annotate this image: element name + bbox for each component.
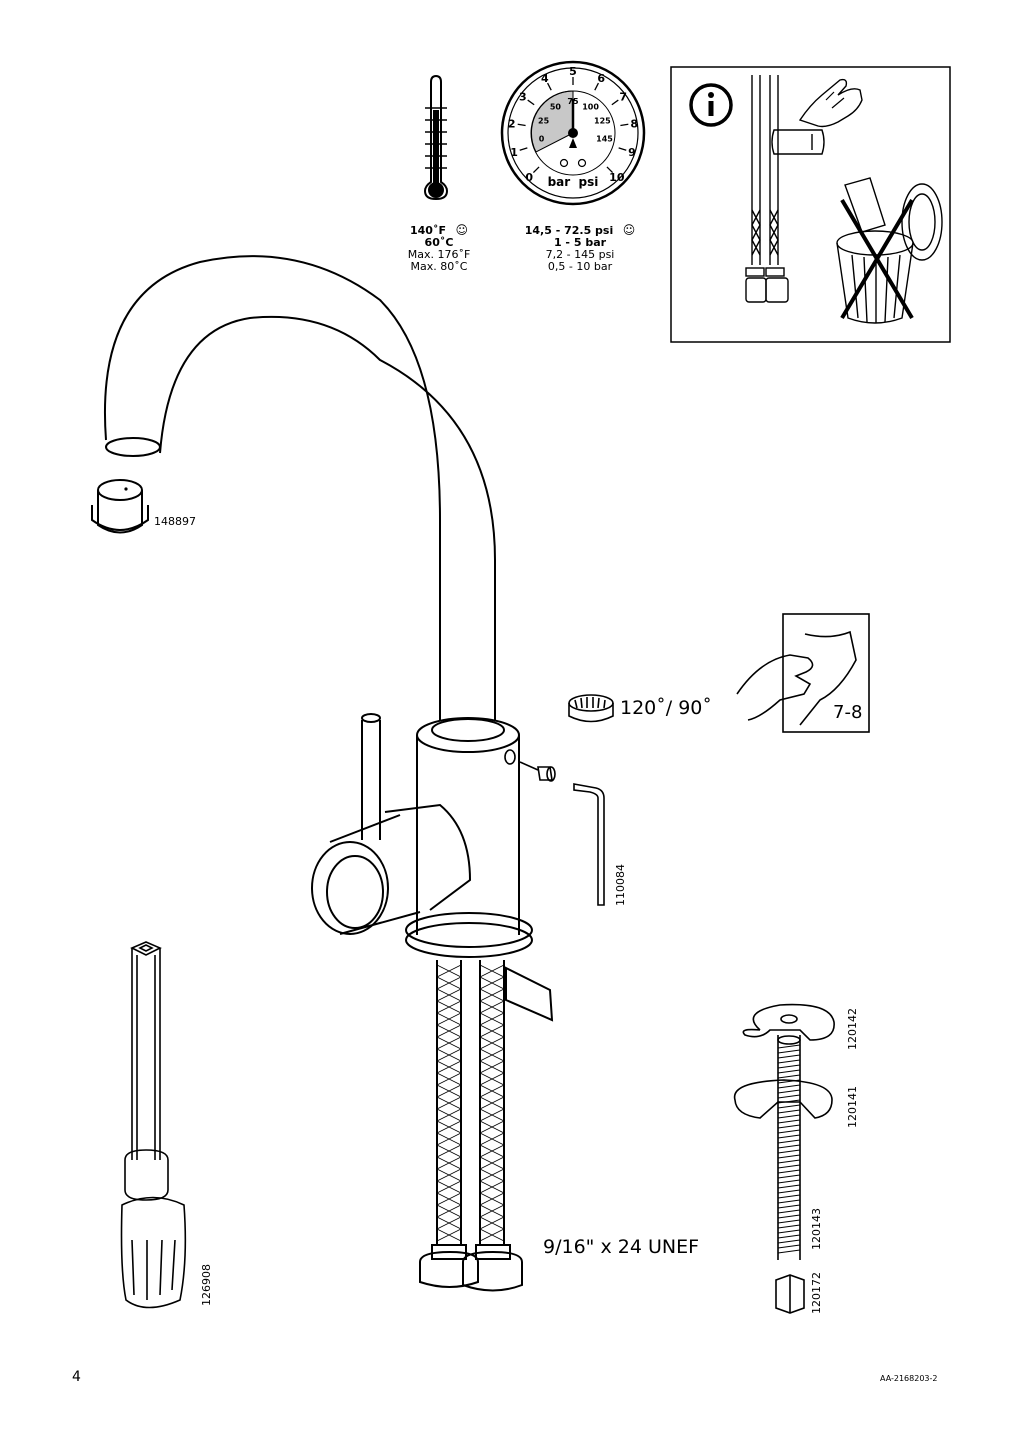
pressure-recommended-bar: 1 - 5 bar <box>553 236 607 249</box>
gauge-bar-label: 1 <box>510 146 518 159</box>
part-number-aerator: 148897 <box>154 515 196 528</box>
gauge-tick <box>594 82 600 91</box>
document-code: AA-2168203-2 <box>880 1374 938 1383</box>
gauge-bar-label: 5 <box>569 65 577 78</box>
gauge-bar-label: 9 <box>628 146 636 159</box>
page-reference: 7-8 <box>833 702 863 723</box>
gauge-bar-label: 7 <box>619 91 627 104</box>
pressure-range-bar: 0,5 - 10 bar <box>547 260 613 273</box>
part-number-washer-bottom: 120141 <box>846 1086 859 1128</box>
part-number-key: 110084 <box>614 864 627 906</box>
gauge-psi-label: 125 <box>594 116 611 125</box>
temperature-spec: 140˚F ☺ 60˚C Max. 176˚F Max. 80˚C <box>396 224 482 273</box>
info-icon <box>689 83 733 127</box>
gauge-unit-label: bar psi <box>548 175 599 189</box>
thread-spec-label: 9/16" x 24 UNEF <box>543 1236 699 1258</box>
gauge-psi-label: 75 <box>567 97 579 106</box>
gauge-tick <box>606 166 614 174</box>
gauge-psi-label: 25 <box>538 116 550 125</box>
gauge-tick <box>527 99 535 106</box>
part-number-wrench: 126908 <box>200 1264 213 1306</box>
gauge-psi-label: 100 <box>582 102 599 111</box>
page-number: 4 <box>72 1369 81 1385</box>
gauge-bar-label: 10 <box>609 171 625 184</box>
gauge-psi-label: 50 <box>550 102 562 111</box>
gauge-tick <box>611 99 619 106</box>
gauge-bar-label: 8 <box>630 117 638 130</box>
gauge-tick <box>546 82 552 91</box>
temp-max-c: Max. 80˚C <box>410 260 468 273</box>
part-number-nut: 120172 <box>810 1272 823 1314</box>
gauge-psi-label: 145 <box>596 135 613 144</box>
part-number-washer-top: 120142 <box>846 1008 859 1050</box>
part-number-stud-bolt: 120143 <box>810 1208 823 1250</box>
gauge-tick <box>618 147 627 151</box>
gauge-psi-label: 0 <box>539 135 545 144</box>
pressure-spec: 14,5 - 72.5 psi ☺ 1 - 5 bar 7,2 - 145 ps… <box>516 224 644 273</box>
gauge-bar-label: 6 <box>597 72 605 85</box>
gauge-bar-label: 4 <box>541 72 549 85</box>
pressure-range-psi: 7,2 - 145 psi <box>545 248 615 261</box>
gauge-bar-label: 2 <box>508 117 516 130</box>
gauge-tick <box>620 123 629 127</box>
gauge-tick <box>517 123 526 127</box>
pressure-recommended-psi: 14,5 - 72.5 psi <box>524 224 614 237</box>
gauge-tick <box>519 147 528 151</box>
gauge-bar-label: 3 <box>519 91 527 104</box>
gauge-bar-label: 0 <box>525 171 533 184</box>
ring-angle-label: 120˚/ 90˚ <box>620 697 712 719</box>
smiley-icon: ☺ <box>622 223 636 237</box>
temp-recommended-f: 140˚F <box>410 224 446 237</box>
temp-recommended-c: 60˚C <box>424 236 454 249</box>
gauge-tick <box>532 166 540 174</box>
smiley-icon: ☺ <box>455 223 468 237</box>
